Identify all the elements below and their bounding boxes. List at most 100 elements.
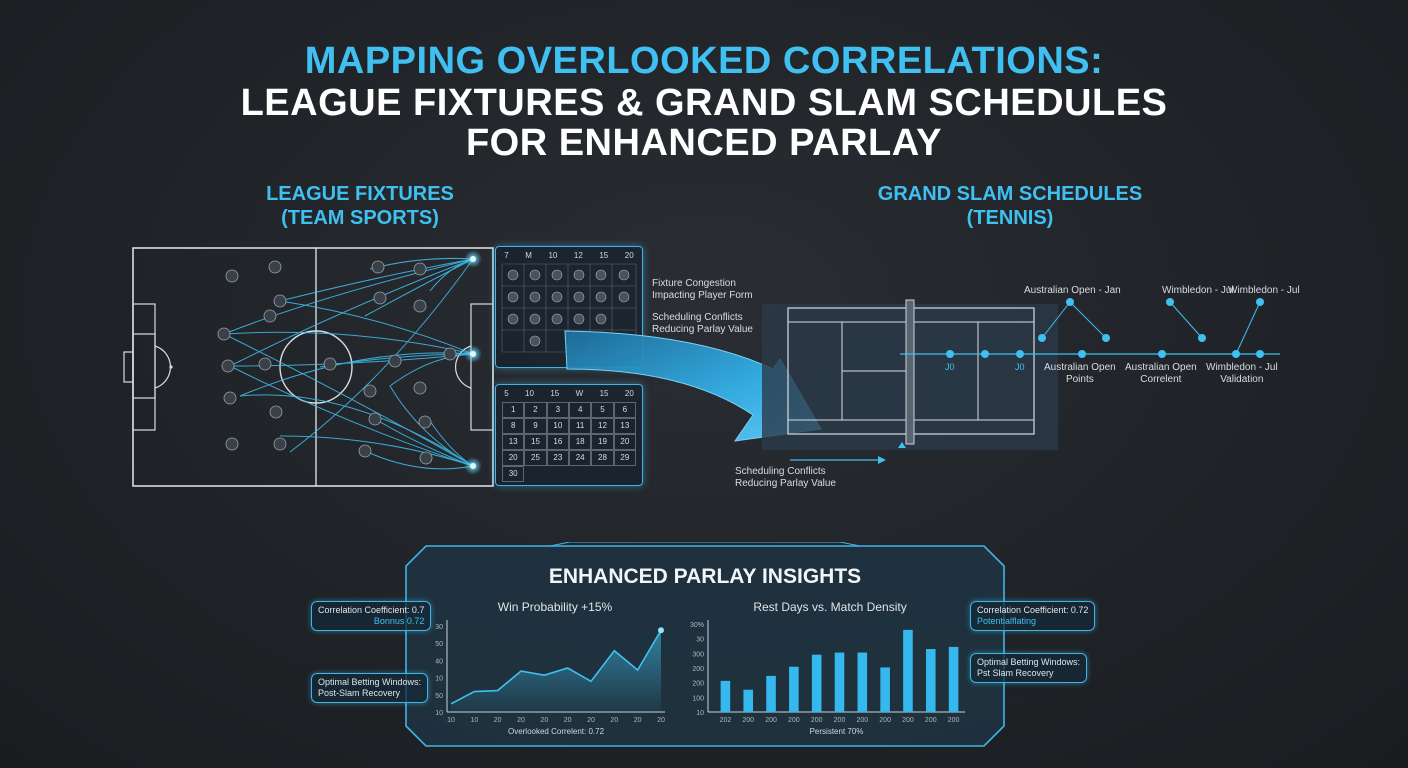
calendar-day-cell: 13 (502, 434, 525, 450)
y-tick-label: 30% (690, 622, 704, 629)
calendar-header-cell: 20 (624, 251, 634, 260)
x-tick-label: 200 (902, 717, 914, 724)
y-tick-label: 50 (435, 693, 443, 700)
league-heading-line1: LEAGUE FIXTURES (266, 183, 454, 205)
calendar-header-cell: W (575, 389, 584, 398)
timeline-label-ao-top: Australian Open - Jan (1024, 285, 1121, 296)
calendar-day-cell: 13 (613, 418, 636, 434)
x-tick-label: 20 (610, 717, 618, 724)
timeline-label-ao-correlent: Australian Open Correlent (1125, 362, 1197, 385)
callout-left-correlation: Correlation Coefficient: 0.7 Bonnus 0.72 (311, 601, 432, 631)
y-tick-label: 40 (435, 658, 443, 665)
court-label-1: J0 (945, 362, 955, 372)
calendar-header-cell: 5 (504, 389, 509, 398)
calendar-day-cell: 24 (569, 450, 592, 466)
x-tick-label: 20 (564, 717, 572, 724)
timeline-label-wim-top-1: Wimbledon - Jul (1162, 285, 1234, 296)
bar (857, 652, 868, 712)
area-fill (451, 630, 661, 712)
calendar-day-cell: 10 (546, 418, 569, 434)
timeline-label-ao-points: Australian Open Points (1044, 362, 1116, 385)
calendar-day-cell: 4 (569, 402, 592, 418)
x-tick-label: 20 (540, 717, 548, 724)
x-tick-label: 202 (720, 717, 732, 724)
bar (766, 675, 776, 712)
y-tick-label: 30 (435, 624, 443, 631)
callout-lt-line2: Bonnus 0.72 (373, 616, 425, 626)
note3-line1: Scheduling Conflicts (735, 466, 826, 477)
callout-lb-line2: Post-Slam Recovery (318, 688, 401, 698)
calendar-day-cell: 8 (502, 418, 525, 434)
title-line-2: LEAGUE FIXTURES & GRAND SLAM SCHEDULES (240, 82, 1168, 124)
calendar-day-cell: 6 (613, 402, 636, 418)
note-scheduling-conflicts-top: Scheduling Conflicts Reducing Parlay Val… (652, 312, 753, 336)
callout-lb-line1: Optimal Betting Windows: (318, 677, 422, 687)
y-tick-label: 200 (692, 666, 704, 673)
calendar-day-cell: 25 (524, 450, 547, 466)
note-scheduling-conflicts-bottom: Scheduling Conflicts Reducing Parlay Val… (735, 466, 836, 490)
y-tick-label: 10 (435, 676, 443, 683)
callout-rt-line1: Correlation Coefficient: 0.72 (977, 605, 1089, 615)
y-tick-label: 30 (696, 637, 704, 644)
bar (880, 667, 890, 712)
timeline-label-wim-top-2: Wimbledon - Jul (1228, 285, 1300, 296)
x-tick-label: 200 (856, 717, 868, 724)
series-line (450, 629, 662, 705)
bar (834, 652, 845, 712)
tennis-court-timeline: J0 J0 (762, 298, 1280, 450)
callout-right-correlation: Correlation Coefficient: 0.72 Potentialf… (970, 601, 1096, 631)
bar (811, 654, 822, 712)
note-arrow (790, 456, 886, 464)
bar (720, 680, 731, 712)
x-tick-label: 20 (634, 717, 642, 724)
callout-lt-line1: Correlation Coefficient: 0.7 (318, 605, 425, 615)
calendar-crest-grid (501, 263, 637, 353)
x-tick-label: 200 (765, 717, 777, 724)
calendar-header-cell: 10 (525, 389, 534, 398)
slam-heading-line2: (TENNIS) (966, 207, 1054, 229)
calendar-header-cell: 12 (573, 251, 583, 260)
x-tick-label: 20 (494, 717, 502, 724)
calendar-header-cell: 20 (624, 389, 634, 398)
calendar-day-cell: 29 (613, 450, 636, 466)
calendar-day-cell: 19 (591, 434, 614, 450)
calendar-day-cell: 1 (502, 402, 525, 418)
bar (903, 629, 913, 712)
calendar-day-cell: 2 (524, 402, 547, 418)
x-axis-label: Persistent 70% (810, 727, 864, 736)
y-tick-label: 200 (692, 681, 704, 688)
y-tick-label: 50 (435, 641, 443, 648)
court-label-2: J0 (1015, 362, 1025, 372)
calendar-day-cell: 15 (524, 434, 547, 450)
y-tick-label: 100 (692, 695, 704, 702)
title-line-3: FOR ENHANCED PARLAY (465, 122, 943, 164)
grand-slam-heading: GRAND SLAM SCHEDULES (TENNIS) (860, 182, 1160, 230)
chart2-title: Rest Days vs. Match Density (753, 600, 907, 614)
calendar-day-cell: 28 (591, 450, 614, 466)
callout-rt-line2: Potentialflating (977, 616, 1037, 626)
slam-heading-line1: GRAND SLAM SCHEDULES (877, 183, 1143, 205)
note3-line2: Reducing Parlay Value (735, 478, 836, 489)
calendar-header-cell: 10 (548, 251, 558, 260)
calendar-header-cell: 15 (599, 389, 609, 398)
x-tick-label: 200 (925, 717, 937, 724)
y-tick-label: 300 (692, 651, 704, 658)
x-tick-label: 200 (834, 717, 846, 724)
bar (743, 689, 754, 712)
callout-rb-line2: Pst Slam Recovery (977, 668, 1054, 678)
team-crest-icons (217, 260, 457, 465)
note1-line2: Impacting Player Form (652, 290, 753, 301)
x-axis-label: Overlooked Correlent: 0.72 (508, 727, 605, 736)
note-fixture-congestion: Fixture Congestion Impacting Player Form (652, 278, 753, 302)
x-tick-label: 200 (811, 717, 823, 724)
data-point (658, 627, 664, 634)
calendar-day-cell: 12 (591, 418, 614, 434)
calendar-day-cell: 9 (524, 418, 547, 434)
callout-right-betting-window: Optimal Betting Windows: Pst Slam Recove… (970, 653, 1088, 683)
calendar-day-cell: 20 (502, 450, 525, 466)
insights-title: ENHANCED PARLAY INSIGHTS (548, 565, 862, 588)
